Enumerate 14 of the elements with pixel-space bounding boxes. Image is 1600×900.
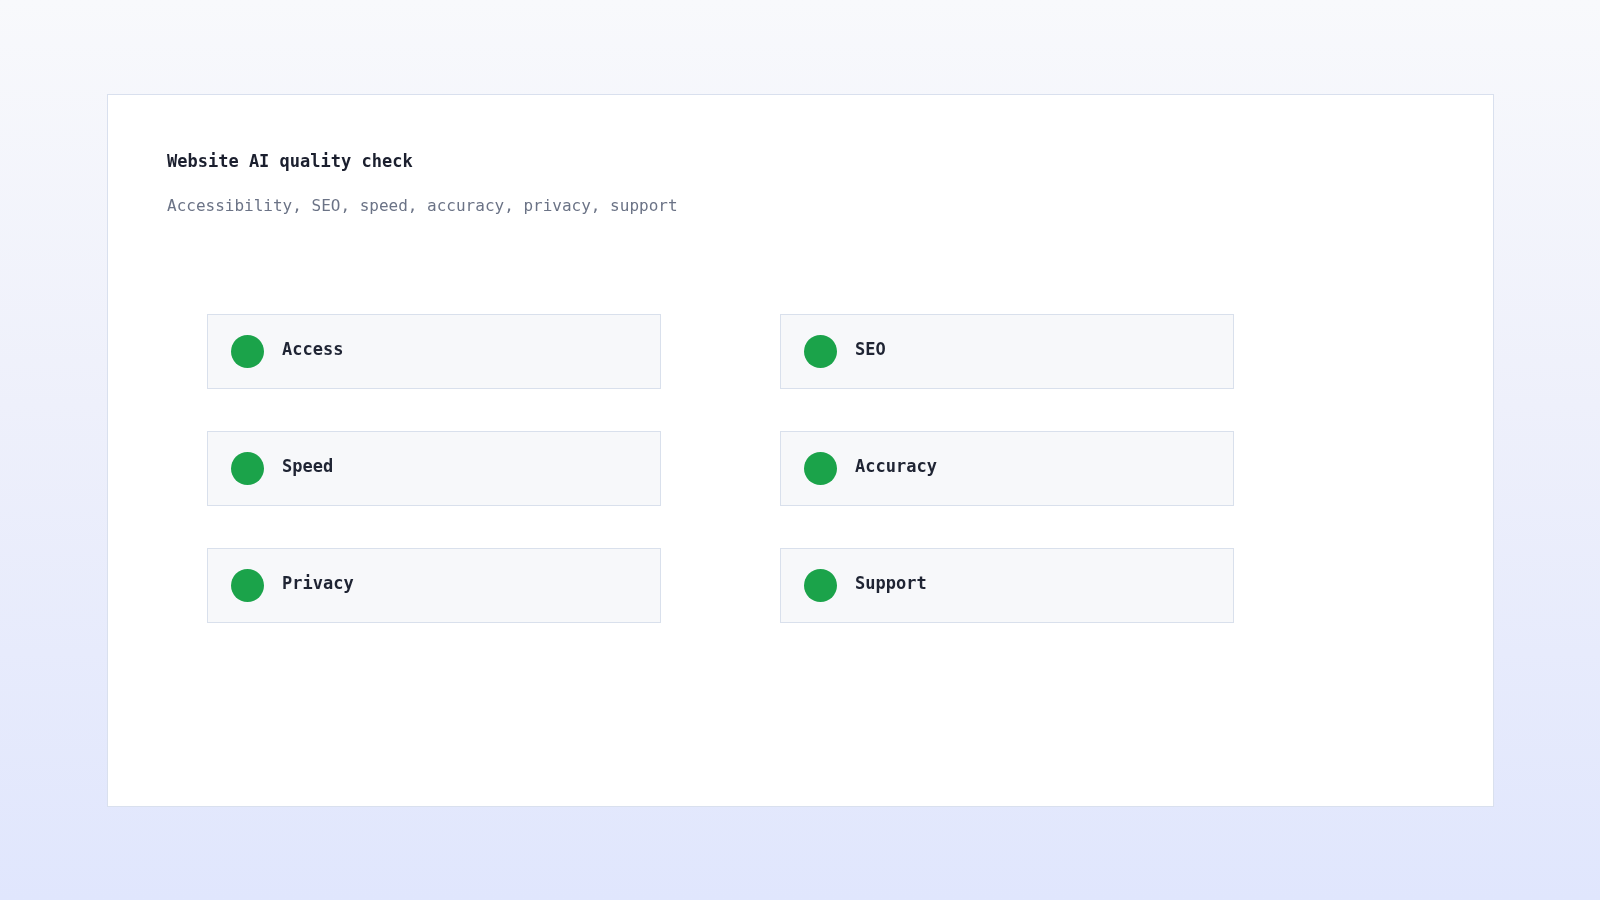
panel-subtitle: Accessibility, SEO, speed, accuracy, privacy, support (167, 196, 678, 215)
status-card (780, 314, 1234, 389)
card-label: Support (855, 573, 927, 593)
status-card (780, 548, 1234, 623)
panel-title: Website AI quality check (167, 151, 413, 171)
card-label: Accuracy (855, 456, 937, 476)
status-card (207, 548, 661, 623)
card-label: SEO (855, 339, 886, 359)
status-card (207, 431, 661, 506)
card-label: Speed (282, 456, 334, 476)
card-label: Privacy (282, 573, 354, 593)
card-label: Access (282, 339, 344, 359)
status-card (780, 431, 1234, 506)
status-card (207, 314, 661, 389)
